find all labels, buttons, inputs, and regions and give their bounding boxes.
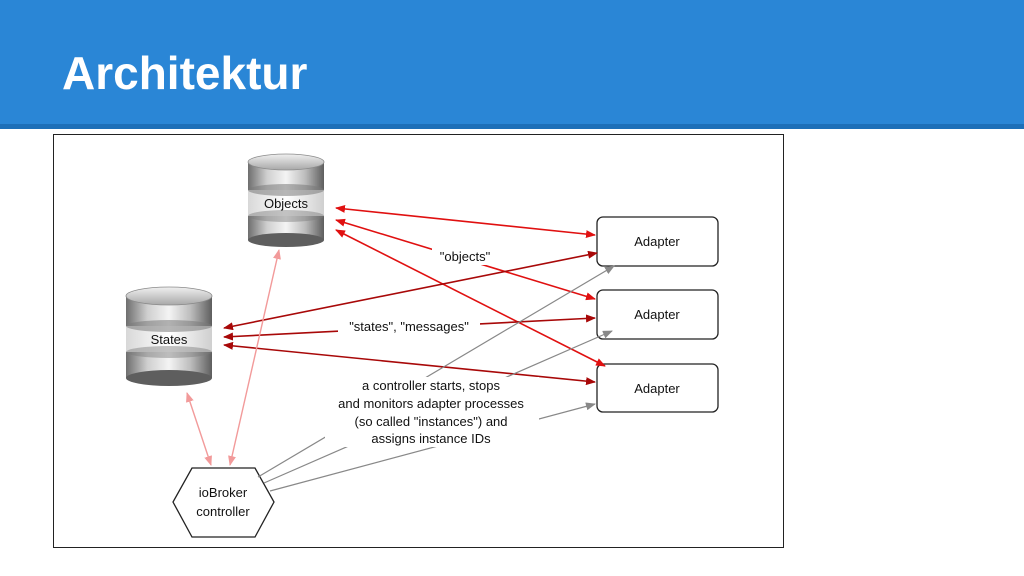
controller-note-line-2: and monitors adapter processes: [338, 396, 524, 411]
controller-objects-arrow: [228, 249, 281, 466]
slide-header: [0, 0, 1024, 124]
states-arrow-adapter-3: [223, 341, 596, 386]
states-arrow-adapter-1: [223, 250, 598, 331]
controller-note-line-1: a controller starts, stops: [362, 378, 500, 393]
controller-adapter-arrow-1: [257, 265, 615, 478]
objects-database: Objects: [247, 153, 325, 247]
adapter-box-3: Adapter: [596, 363, 719, 413]
adapter-box-1: Adapter: [596, 216, 719, 267]
objects-flow-label: "objects": [440, 249, 491, 264]
adapter-label-1: Adapter: [634, 234, 680, 249]
controller-note-line-4: assigns instance IDs: [371, 431, 491, 446]
objects-label-bg: [432, 247, 498, 265]
states-messages-flow-label: "states", "messages": [349, 319, 469, 334]
controller-label-line1: ioBroker: [199, 485, 248, 500]
controller-note-bg: [325, 377, 539, 447]
states-label-bg: [338, 317, 480, 335]
adapter-box-2: Adapter: [596, 289, 719, 340]
objects-arrow-adapter-1: [335, 204, 596, 239]
controller-note-line-3: (so called "instances") and: [354, 414, 507, 429]
states-db-label: States: [151, 332, 188, 347]
controller-adapter-arrow-3: [269, 402, 596, 492]
adapter-label-3: Adapter: [634, 381, 680, 396]
objects-db-label: Objects: [264, 196, 309, 211]
controller-states-arrow: [186, 392, 212, 466]
adapter-label-2: Adapter: [634, 307, 680, 322]
header-divider: [0, 124, 1024, 129]
states-database: States: [125, 286, 213, 386]
slide-title: Architektur: [62, 47, 308, 99]
iobroker-controller: ioBroker controller: [172, 467, 275, 538]
controller-label-line2: controller: [196, 504, 250, 519]
